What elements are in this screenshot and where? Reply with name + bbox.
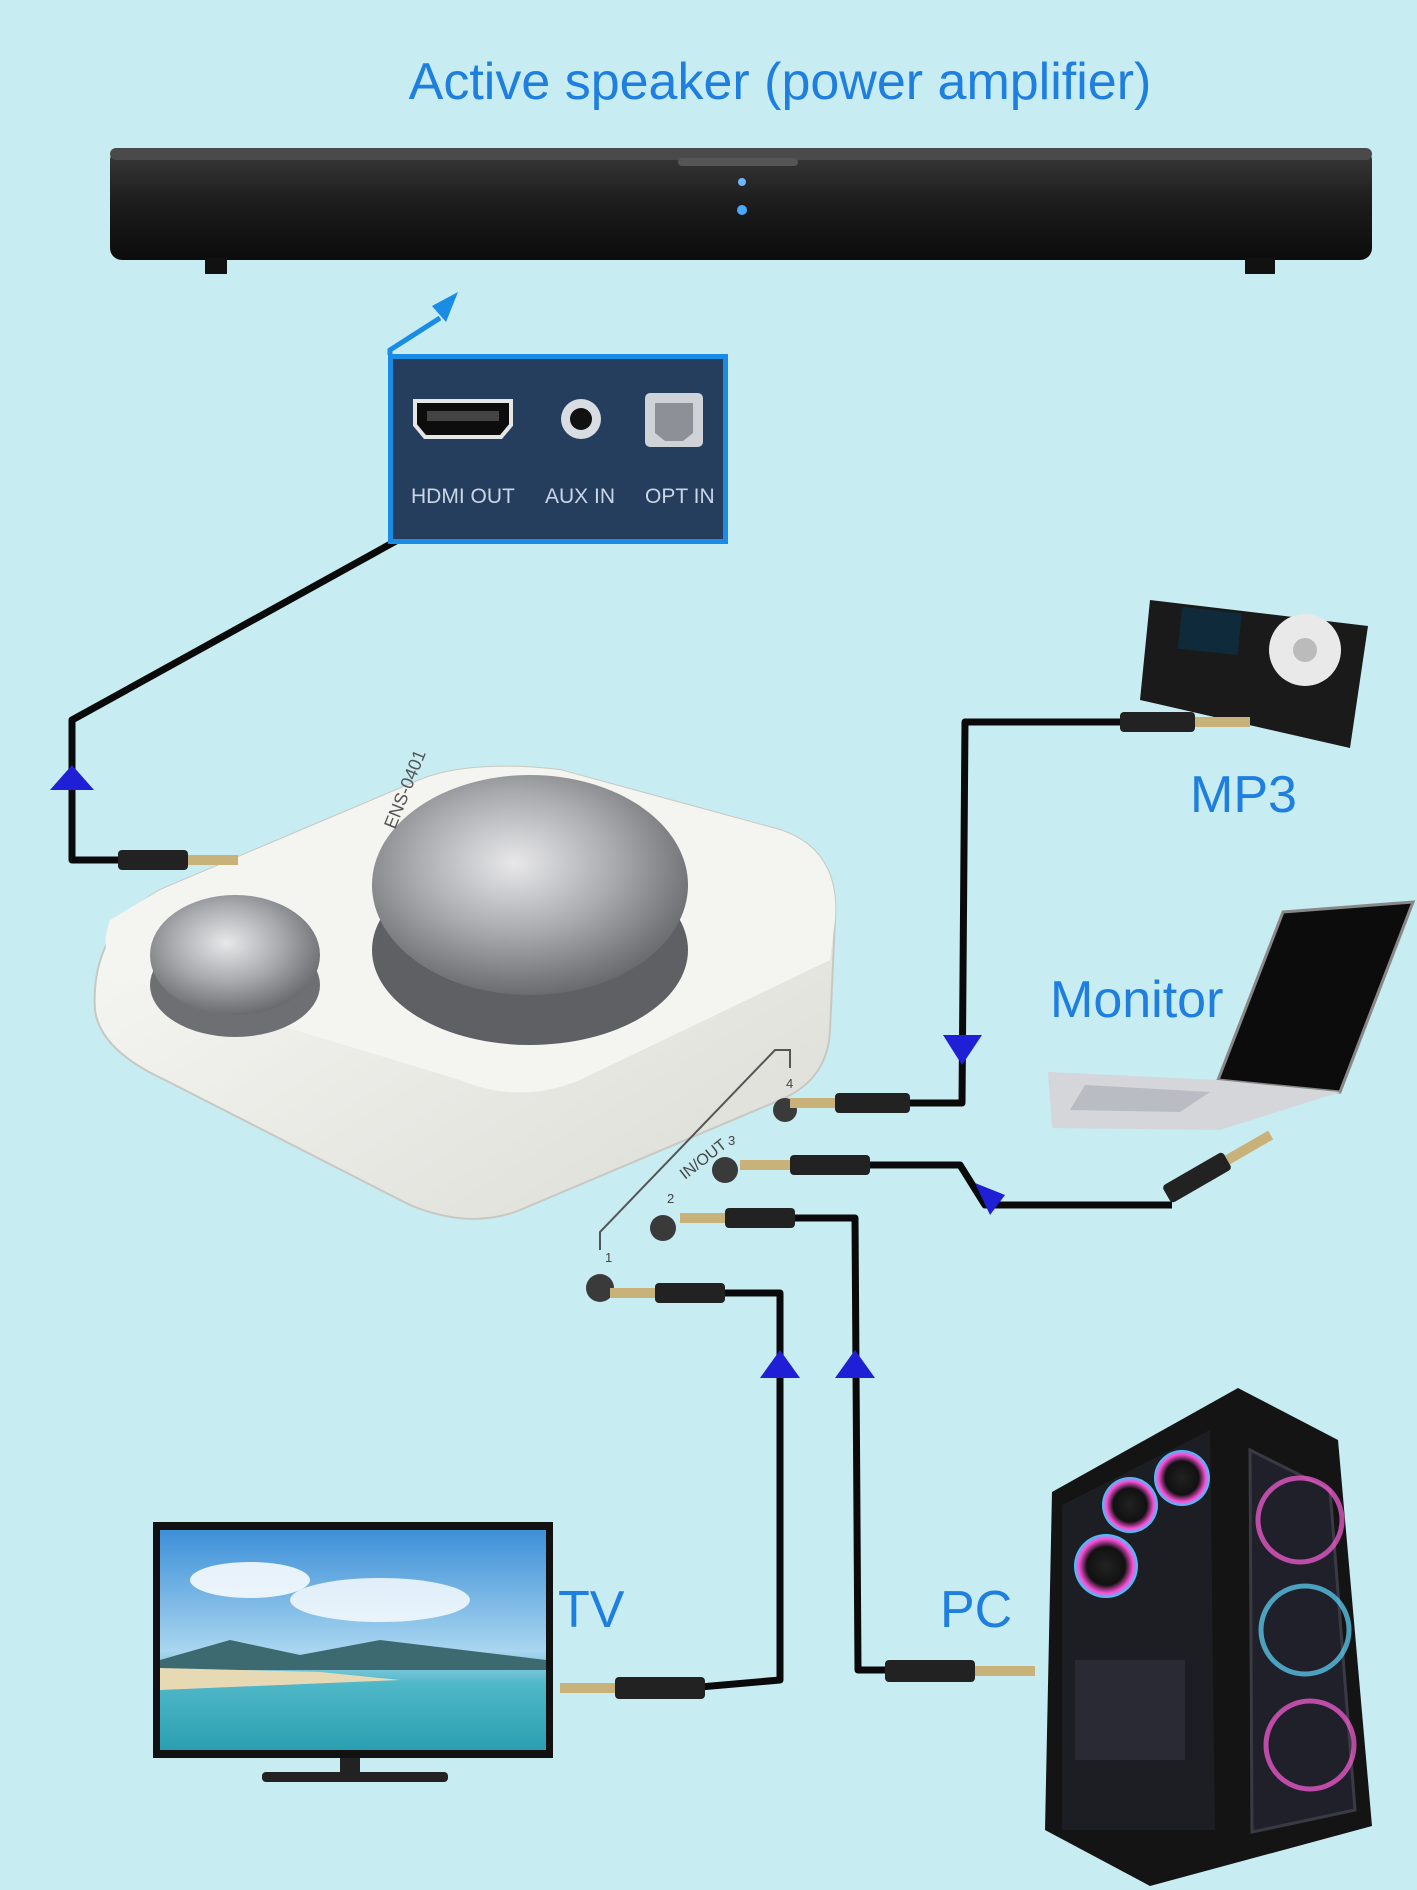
- switcher-port-4: 4: [786, 1076, 793, 1091]
- arrow-up-icon: [760, 1350, 800, 1378]
- tv: [153, 1522, 553, 1782]
- port-icons: [413, 393, 703, 447]
- tv-label: TV: [558, 1581, 625, 1639]
- mp3-label: MP3: [1190, 766, 1297, 824]
- pc-label: PC: [940, 1581, 1013, 1639]
- flow-arrows: [50, 765, 1005, 1378]
- arrow-to-speaker-icon: [387, 292, 458, 355]
- mp3-player: [1140, 600, 1368, 748]
- soundbar: [110, 148, 1372, 274]
- aux-in-label: AUX IN: [545, 485, 616, 508]
- optical-port-icon: [645, 393, 703, 447]
- speaker-port-panel: HDMI OUT AUX IN OPT IN: [388, 354, 728, 544]
- arrow-up-icon: [50, 765, 94, 790]
- cables: [68, 521, 1172, 1691]
- arrow-left-icon: [975, 1183, 1005, 1215]
- pc-tower: [1045, 1388, 1372, 1886]
- opt-in-label: OPT IN: [645, 485, 715, 508]
- aux-port-icon: [561, 399, 601, 439]
- arrow-up-icon: [835, 1350, 875, 1378]
- switcher-port-3: 3: [728, 1133, 735, 1148]
- audio-switcher: [93, 765, 837, 1302]
- switcher-port-1: 1: [605, 1250, 612, 1265]
- monitor-label: Monitor: [1050, 971, 1224, 1029]
- switcher-port-2: 2: [667, 1191, 674, 1206]
- diagram-title: Active speaker (power amplifier): [408, 53, 1152, 111]
- laptop-monitor: [1048, 900, 1416, 1130]
- arrow-down-icon: [943, 1035, 982, 1065]
- hdmi-out-label: HDMI OUT: [411, 485, 515, 508]
- hdmi-port-icon: [413, 399, 513, 439]
